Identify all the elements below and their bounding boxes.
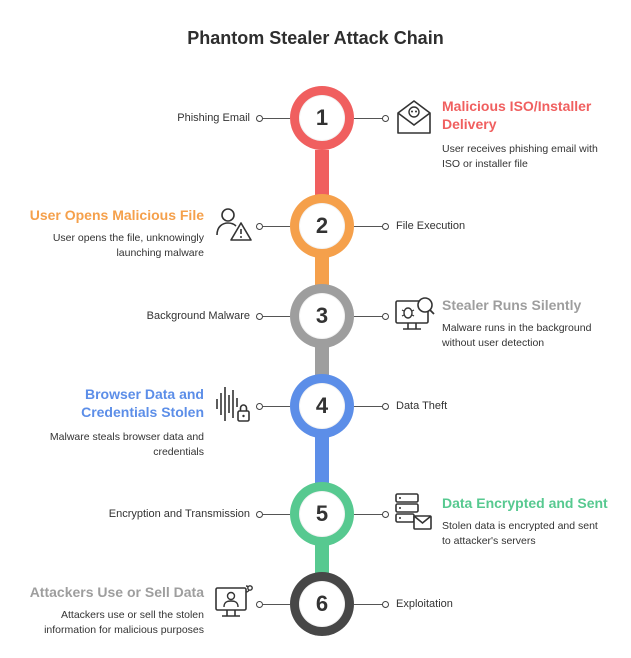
step-6-left-connector [263,604,290,605]
spine-segment-5 [315,544,329,578]
step-5-left-dot [256,511,263,518]
step-6-right-connector [354,604,383,605]
step-4-left-dot [256,403,263,410]
step-2-left-dot [256,223,263,230]
step-3-left-connector [263,316,290,317]
step-6-right-dot [382,601,389,608]
step-3-left-dot [256,313,263,320]
spine-segment-2 [315,256,329,290]
server-mail-icon [395,493,432,530]
step-1-right-connector [354,118,383,119]
step-6-description: Attackers use or sell the stolen informa… [44,609,204,636]
step-3-heading: Stealer Runs Silently [442,297,582,313]
step-4-right-dot [382,403,389,410]
step-3-right-connector [354,316,383,317]
step-5-node: 5 [290,482,354,546]
step-6-node: 6 [290,572,354,636]
step-4-node: 4 [290,374,354,438]
step-4-left-connector [263,406,290,407]
monitor-hacker-icon [215,585,253,617]
step-4-label: Data Theft [396,400,448,412]
step-5-number: 5 [299,491,345,537]
step-3-node: 3 [290,284,354,348]
step-2-description: User opens the file, unknowingly launchi… [52,232,204,259]
step-2-right-dot [382,223,389,230]
user-warning-icon [216,208,252,241]
step-3-description: Malware runs in the background without u… [442,322,592,349]
step-1-left-connector [263,118,290,119]
step-3-right-dot [382,313,389,320]
step-5-label: Encryption and Transmission [108,508,250,520]
spine-segment-1 [315,150,329,200]
step-4-number: 4 [299,383,345,429]
step-1-number: 1 [299,95,345,141]
monitor-bug-search-icon [395,297,435,330]
step-5-left-connector [263,514,290,515]
step-1-description: User receives phishing email with ISO or… [442,143,598,170]
step-1-heading: Malicious ISO/Installer Delivery [442,98,592,132]
step-4-description: Malware steals browser data and credenti… [49,431,204,458]
soundwave-lock-icon [216,387,250,422]
step-1-left-dot [256,115,263,122]
step-1-right-dot [382,115,389,122]
step-5-description: Stolen data is encrypted and sent to att… [442,520,598,547]
step-2-left-connector [263,226,290,227]
step-2-label: File Execution [396,220,466,232]
spine-segment-3 [315,346,329,380]
step-6-heading: Attackers Use or Sell Data [29,584,204,600]
spine-segment-4 [315,436,329,488]
step-3-number: 3 [299,293,345,339]
diagram-title: Phantom Stealer Attack Chain [187,28,444,48]
step-6-left-dot [256,601,263,608]
step-6-label: Exploitation [396,598,453,610]
step-6-number: 6 [299,581,345,627]
step-3-label: Background Malware [146,310,250,322]
step-4-heading: Browser Data and Credentials Stolen [81,386,204,420]
email-skull-icon [397,100,431,134]
step-5-heading: Data Encrypted and Sent [442,495,608,511]
step-5-right-connector [354,514,383,515]
step-5-right-dot [382,511,389,518]
step-4-right-connector [354,406,383,407]
step-2-node: 2 [290,194,354,258]
step-2-right-connector [354,226,383,227]
step-1-node: 1 [290,86,354,150]
step-1-label: Phishing Email [177,112,250,124]
step-2-heading: User Opens Malicious File [29,207,204,223]
step-2-number: 2 [299,203,345,249]
